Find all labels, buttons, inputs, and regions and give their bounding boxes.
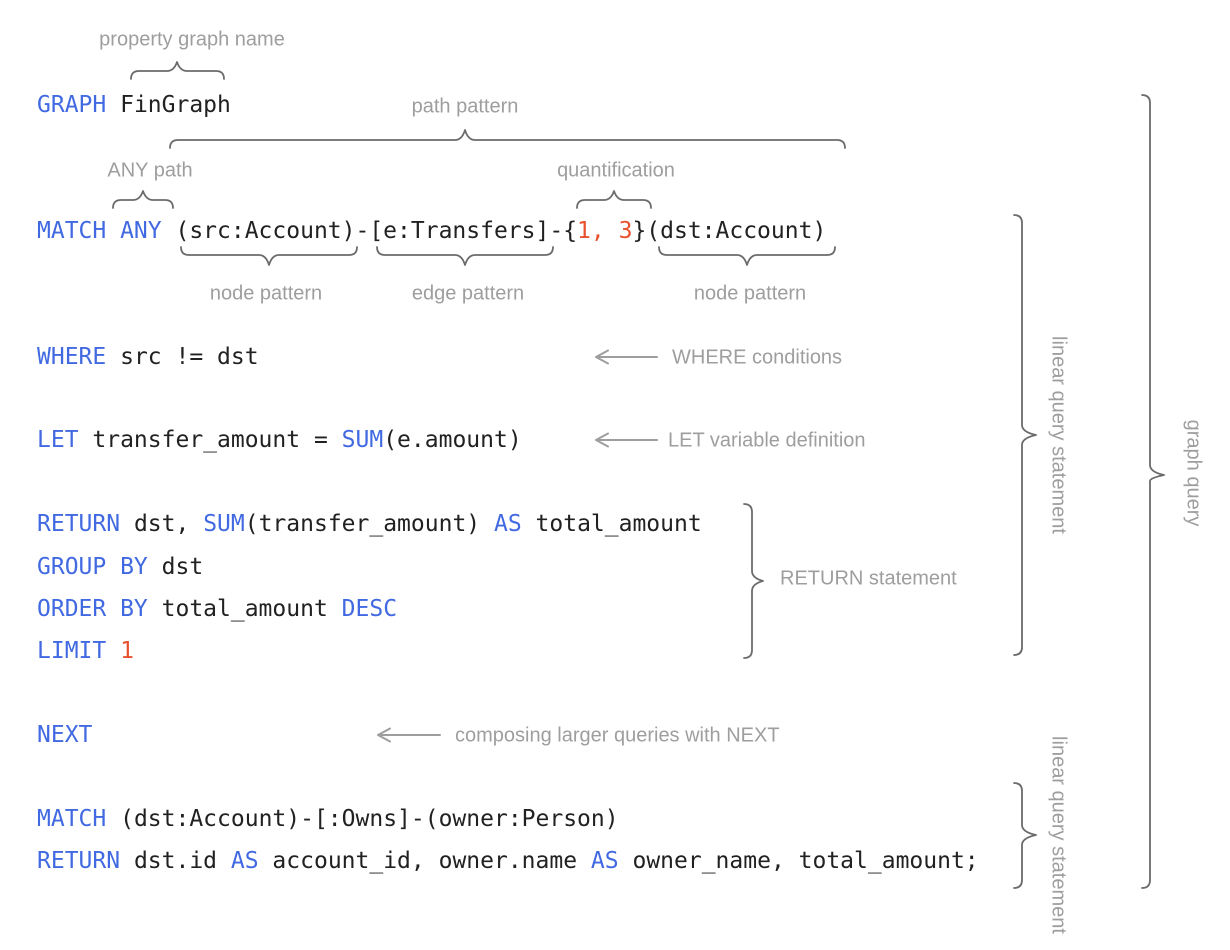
code-segment-keyword: WHERE xyxy=(37,344,107,370)
code-segment-plain: dst, xyxy=(120,511,204,537)
brace-edge-pattern-icon xyxy=(376,246,554,266)
label-edge-pattern: edge pattern xyxy=(411,282,525,305)
brace-path-pattern-icon xyxy=(169,129,846,149)
label-any-path: ANY path xyxy=(107,159,193,182)
label-graph-query: graph query xyxy=(1182,419,1205,527)
code-segment-keyword: RETURN xyxy=(37,511,121,537)
code-segment-keyword: ORDER BY xyxy=(37,596,148,622)
code-line-order-by: ORDER BY total_amount DESC xyxy=(37,594,397,624)
label-linear-query-statement-top: linear query statement xyxy=(1047,336,1070,534)
brace-node-pattern-left-icon xyxy=(180,246,358,266)
code-segment-plain: src != dst xyxy=(106,344,259,370)
brace-node-pattern-right-icon xyxy=(658,246,836,266)
code-segment-plain: (src:Account)-[e:Transfers]-{ xyxy=(161,218,578,244)
code-segment-keyword: DESC xyxy=(341,596,398,622)
arrow-composing-next-icon xyxy=(377,727,441,743)
code-segment-plain: dst xyxy=(147,554,204,580)
label-composing-next: composing larger queries with NEXT xyxy=(455,724,780,747)
code-segment-plain: (transfer_amount) xyxy=(244,511,494,537)
code-segment-keyword: AS xyxy=(590,848,619,874)
code-segment-plain: (dst:Account)-[:Owns]-(owner:Person) xyxy=(106,806,619,832)
code-line-match-path: MATCH ANY (src:Account)-[e:Transfers]-{1… xyxy=(37,216,826,246)
label-node-pattern-right: node pattern xyxy=(693,282,807,305)
code-line-next: NEXT xyxy=(37,720,92,750)
code-segment-plain: transfer_amount = xyxy=(78,427,342,453)
code-line-match-owner: MATCH (dst:Account)-[:Owns]-(owner:Perso… xyxy=(37,804,619,834)
code-segment-keyword: AS xyxy=(493,511,522,537)
code-segment-plain: }(dst:Account) xyxy=(632,218,827,244)
code-segment-keyword: LET xyxy=(37,427,79,453)
brace-linear-query-bottom-icon xyxy=(1013,782,1037,889)
brace-linear-query-top-icon xyxy=(1013,214,1037,656)
code-segment-keyword: GROUP BY xyxy=(37,554,148,580)
label-let-variable-definition: LET variable definition xyxy=(668,429,866,452)
arrow-let-definition-icon xyxy=(595,432,658,448)
brace-graph-query-icon xyxy=(1141,94,1165,889)
label-return-statement: RETURN statement xyxy=(780,567,957,590)
code-segment-plain: FinGraph xyxy=(106,92,231,118)
code-segment-plain: owner_name, total_amount; xyxy=(618,848,979,874)
code-segment-plain: account_id, owner.name xyxy=(258,848,591,874)
code-segment-keyword: GRAPH xyxy=(37,92,107,118)
brace-quantification-icon xyxy=(576,190,652,209)
code-segment-keyword: AS xyxy=(230,848,259,874)
code-line-where: WHERE src != dst xyxy=(37,342,259,372)
label-where-conditions: WHERE conditions xyxy=(672,346,843,369)
code-segment-keyword: NEXT xyxy=(37,722,93,748)
code-segment-plain: total_amount xyxy=(147,596,342,622)
label-property-graph-name: property graph name xyxy=(99,28,285,51)
code-segment-plain: dst.id xyxy=(120,848,231,874)
brace-any-path-icon xyxy=(112,190,174,209)
label-path-pattern: path pattern xyxy=(411,95,519,118)
code-segment-keyword: MATCH xyxy=(37,806,107,832)
code-segment-keyword: LIMIT xyxy=(37,638,107,664)
code-line-group-by: GROUP BY dst xyxy=(37,552,203,582)
label-node-pattern-left: node pattern xyxy=(209,282,323,305)
code-segment-keyword: MATCH ANY xyxy=(37,218,162,244)
code-segment-plain xyxy=(106,638,120,664)
code-segment-keyword: SUM xyxy=(203,511,245,537)
code-line-return: RETURN dst, SUM(transfer_amount) AS tota… xyxy=(37,509,702,539)
label-linear-query-statement-bottom: linear query statement xyxy=(1047,736,1070,934)
code-line-graph: GRAPH FinGraph xyxy=(37,90,231,120)
code-segment-keyword: SUM xyxy=(341,427,384,453)
code-segment-keyword: RETURN xyxy=(37,848,121,874)
label-quantification: quantification xyxy=(557,159,675,182)
code-segment-plain: (e.amount) xyxy=(383,427,522,453)
code-line-return-final: RETURN dst.id AS account_id, owner.name … xyxy=(37,846,979,876)
code-segment-number: 1 xyxy=(120,638,134,664)
code-segment-number: 1, 3 xyxy=(577,218,633,244)
code-line-limit: LIMIT 1 xyxy=(37,636,134,666)
code-line-let: LET transfer_amount = SUM(e.amount) xyxy=(37,425,522,455)
code-segment-plain: total_amount xyxy=(521,511,702,537)
arrow-where-conditions-icon xyxy=(595,349,658,365)
brace-property-graph-name-icon xyxy=(130,61,225,80)
brace-return-statement-icon xyxy=(743,503,764,659)
